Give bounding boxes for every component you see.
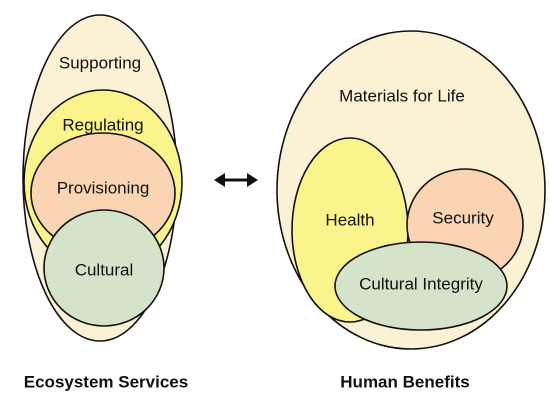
- regulating-label: Regulating: [62, 115, 143, 134]
- double-headed-arrow-icon: [214, 173, 258, 187]
- cultural-ellipse: [43, 209, 165, 327]
- human-benefits-caption: Human Benefits: [340, 372, 469, 391]
- ecosystem-services-group: Supporting Regulating Provisioning Cultu…: [22, 14, 188, 391]
- supporting-label: Supporting: [59, 53, 141, 72]
- health-label: Health: [325, 210, 374, 229]
- human-benefits-group: Materials for Life Health Security Cultu…: [276, 30, 546, 391]
- provisioning-label: Provisioning: [57, 178, 150, 197]
- security-label: Security: [432, 208, 494, 227]
- cultural-label: Cultural: [75, 260, 134, 279]
- cultural-integrity-label: Cultural Integrity: [359, 274, 483, 293]
- cultural-integrity-ellipse: [334, 241, 508, 331]
- materials-for-life-label: Materials for Life: [339, 86, 465, 105]
- ecosystem-services-caption: Ecosystem Services: [24, 372, 188, 391]
